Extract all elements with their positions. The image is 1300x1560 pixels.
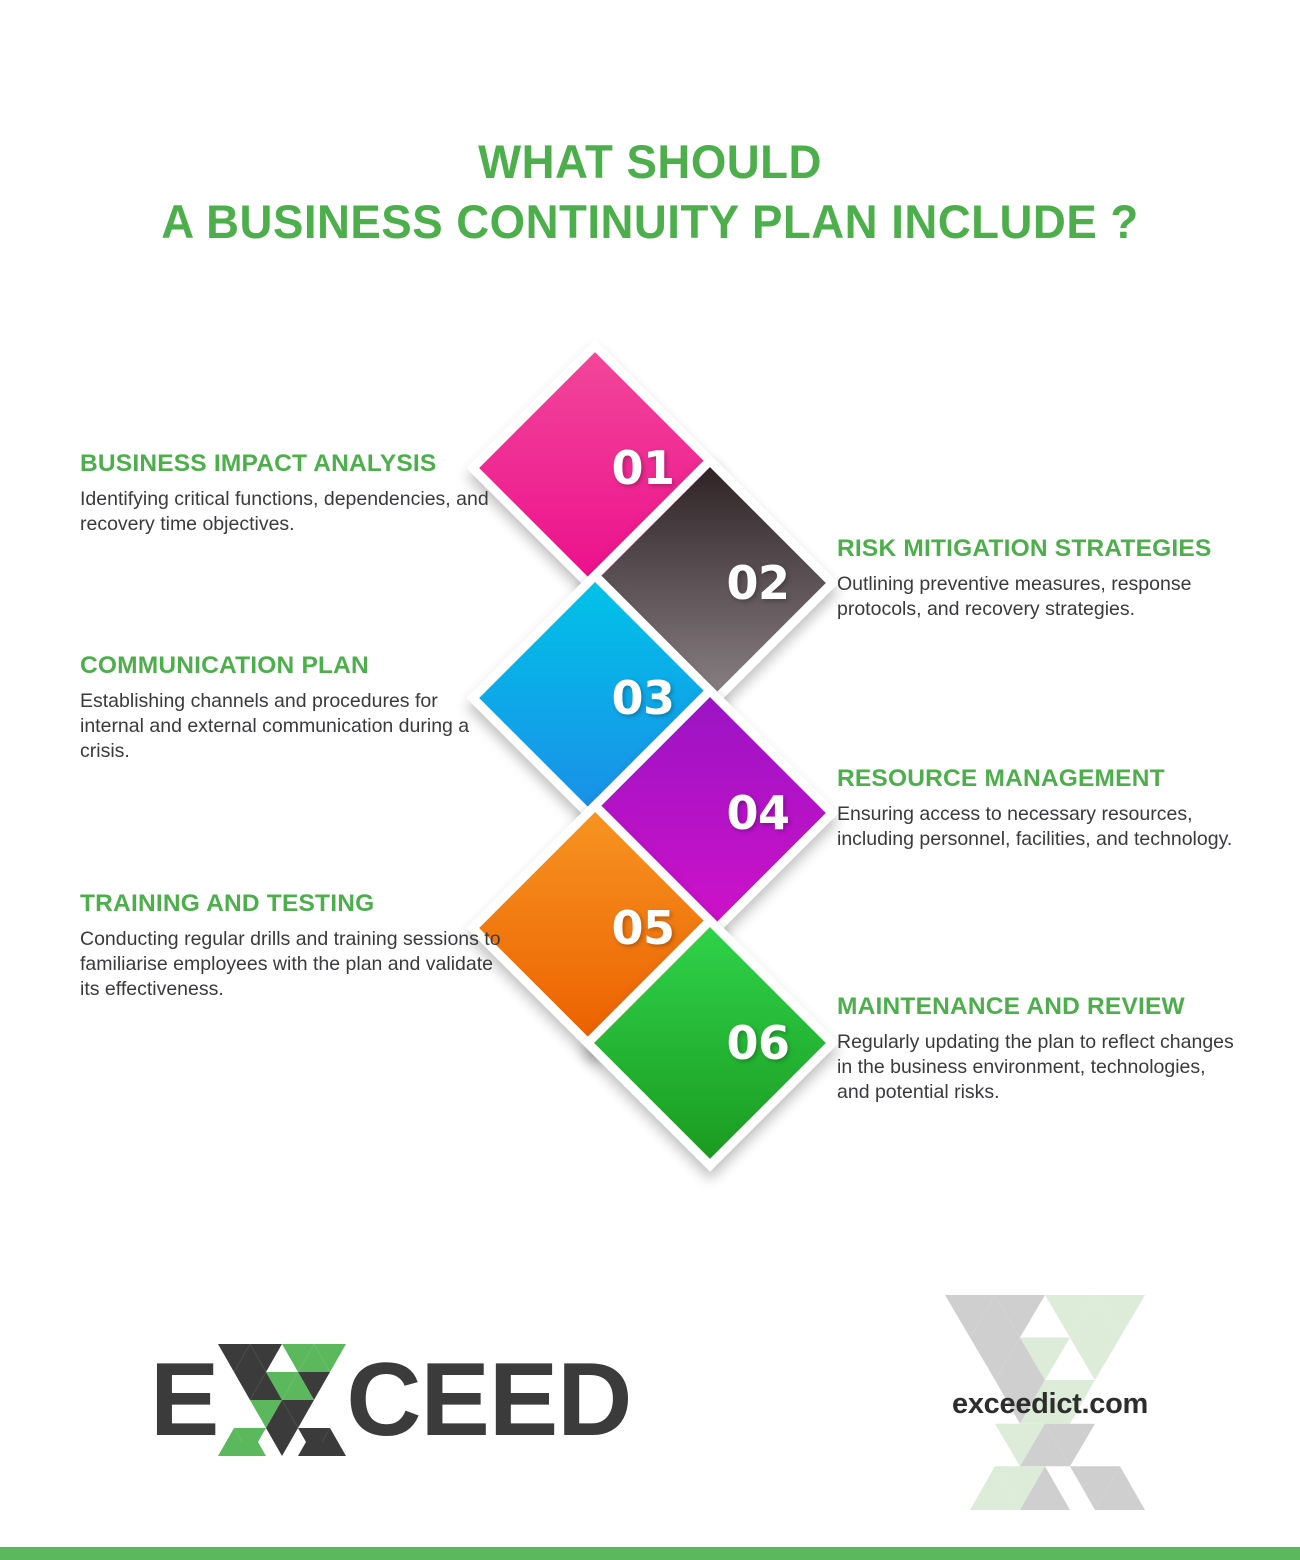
diamond-06[interactable]: 06 [581, 914, 839, 1172]
item-heading-04: RESOURCE MANAGEMENT [837, 765, 1165, 792]
item-heading-03: COMMUNICATION PLAN [80, 652, 369, 679]
item-block-03: COMMUNICATION PLAN Establishing channels… [80, 652, 500, 764]
item-body-05: Conducting regular drills and training s… [80, 928, 501, 1000]
diamond-shape-06 [581, 914, 839, 1172]
triangulated-x-icon [218, 1344, 347, 1456]
item-body-02: Outlining preventive measures, response … [837, 573, 1192, 620]
item-block-01: BUSINESS IMPACT ANALYSIS Identifying cri… [80, 450, 520, 537]
footer-bar [0, 1547, 1300, 1560]
page-title: WHAT SHOULD A BUSINESS CONTINUITY PLAN I… [0, 132, 1300, 252]
title-line-1: WHAT SHOULD [478, 135, 822, 188]
item-heading-02: RISK MITIGATION STRATEGIES [837, 535, 1212, 562]
exceed-logo: E [150, 1342, 632, 1458]
item-heading-05: TRAINING AND TESTING [80, 890, 375, 917]
watermark-url: exceedict.com [952, 1388, 1148, 1420]
title-line-2: A BUSINESS CONTINUITY PLAN INCLUDE ? [161, 195, 1139, 249]
logo-text-before: E [150, 1342, 219, 1458]
item-block-02: RISK MITIGATION STRATEGIES Outlining pre… [837, 535, 1257, 622]
watermark-x [945, 1295, 1145, 1510]
item-block-04: RESOURCE MANAGEMENT Ensuring access to n… [837, 765, 1252, 852]
logo-text-after: CEED [346, 1342, 632, 1458]
item-heading-06: MAINTENANCE AND REVIEW [837, 993, 1185, 1020]
item-body-04: Ensuring access to necessary resources, … [837, 803, 1233, 850]
item-body-03: Establishing channels and procedures for… [80, 690, 470, 762]
triangulated-x-watermark-icon [945, 1295, 1145, 1510]
item-heading-01: BUSINESS IMPACT ANALYSIS [80, 450, 437, 477]
item-block-05: TRAINING AND TESTING Conducting regular … [80, 890, 505, 1002]
item-body-01: Identifying critical functions, dependen… [80, 488, 489, 535]
item-body-06: Regularly updating the plan to reflect c… [837, 1031, 1234, 1103]
item-block-06: MAINTENANCE AND REVIEW Regularly updatin… [837, 993, 1237, 1105]
